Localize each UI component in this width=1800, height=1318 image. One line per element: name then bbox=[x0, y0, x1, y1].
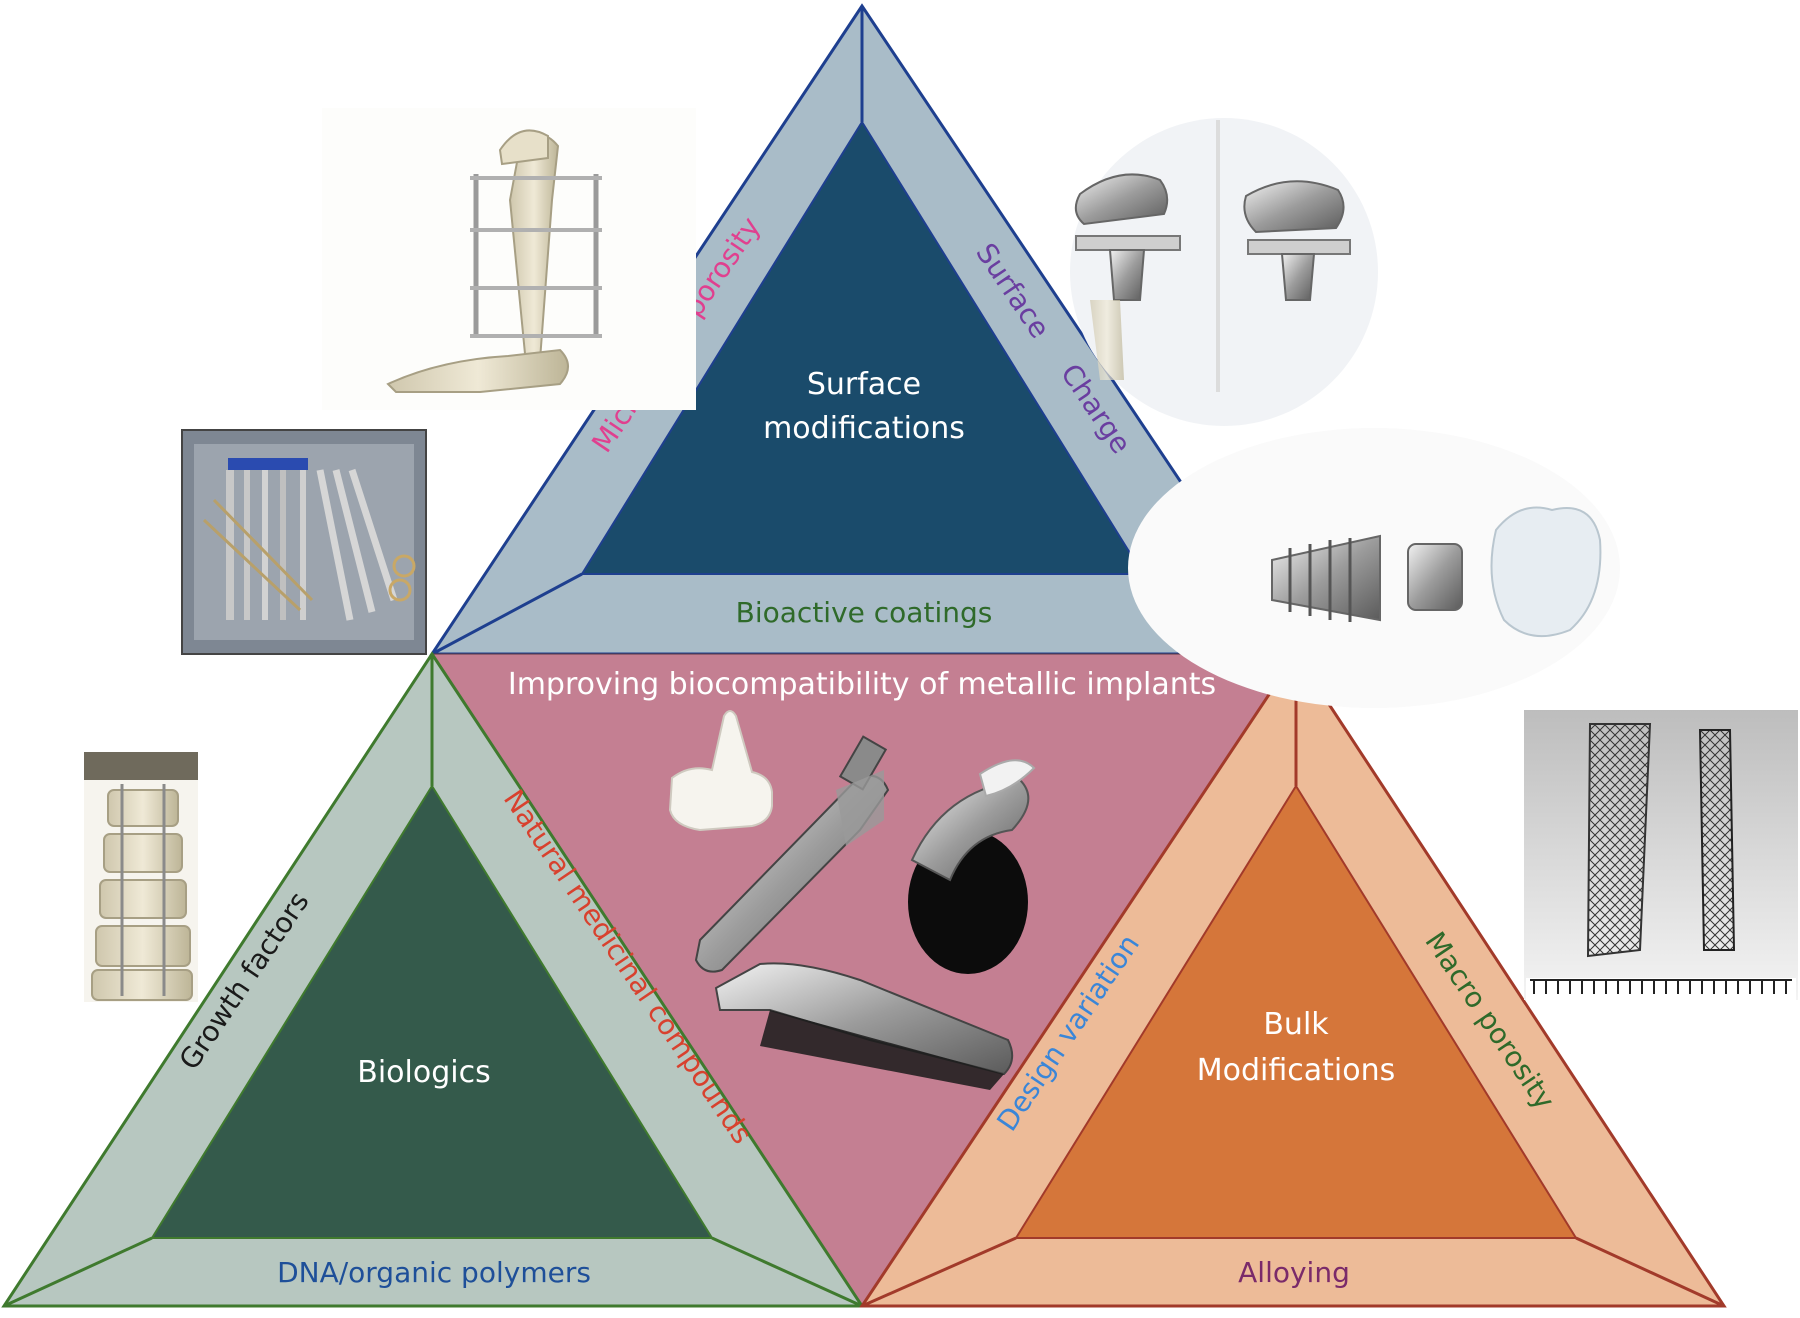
dna-organic-polymers-label: DNA/organic polymers bbox=[277, 1256, 591, 1289]
surgical-instruments-image bbox=[181, 429, 427, 655]
left-inner-triangle bbox=[150, 784, 714, 1239]
cervical-spine-image bbox=[84, 752, 198, 1002]
center-title: Improving biocompatibility of metallic i… bbox=[508, 667, 1216, 702]
bulk-title-line1: Bulk bbox=[1263, 1007, 1329, 1042]
external-fixator-image bbox=[322, 108, 696, 410]
center-triangle: Improving biocompatibility of metallic i… bbox=[431, 653, 1297, 1307]
implant-collage-image bbox=[668, 710, 1036, 1090]
right-spoke-left bbox=[861, 1236, 1017, 1308]
top-inner-triangle bbox=[580, 120, 1145, 575]
alloying-label: Alloying bbox=[1238, 1256, 1350, 1289]
stents-image bbox=[1524, 710, 1798, 1000]
top-spoke-left bbox=[431, 572, 583, 656]
dental-implant-image bbox=[1128, 428, 1620, 708]
right-inner-triangle bbox=[1014, 784, 1578, 1239]
top-title-line1: Surface bbox=[807, 367, 921, 402]
left-spoke-right bbox=[711, 1236, 863, 1308]
bioactive-coatings-label: Bioactive coatings bbox=[736, 596, 993, 629]
biologics-label: Biologics bbox=[357, 1055, 490, 1090]
right-spoke-right bbox=[1575, 1236, 1725, 1308]
bulk-title-line2: Modifications bbox=[1197, 1053, 1396, 1088]
top-title-line2: modifications bbox=[763, 411, 965, 446]
left-spoke-left bbox=[3, 1236, 153, 1308]
knee-replacement-image bbox=[1070, 118, 1378, 426]
